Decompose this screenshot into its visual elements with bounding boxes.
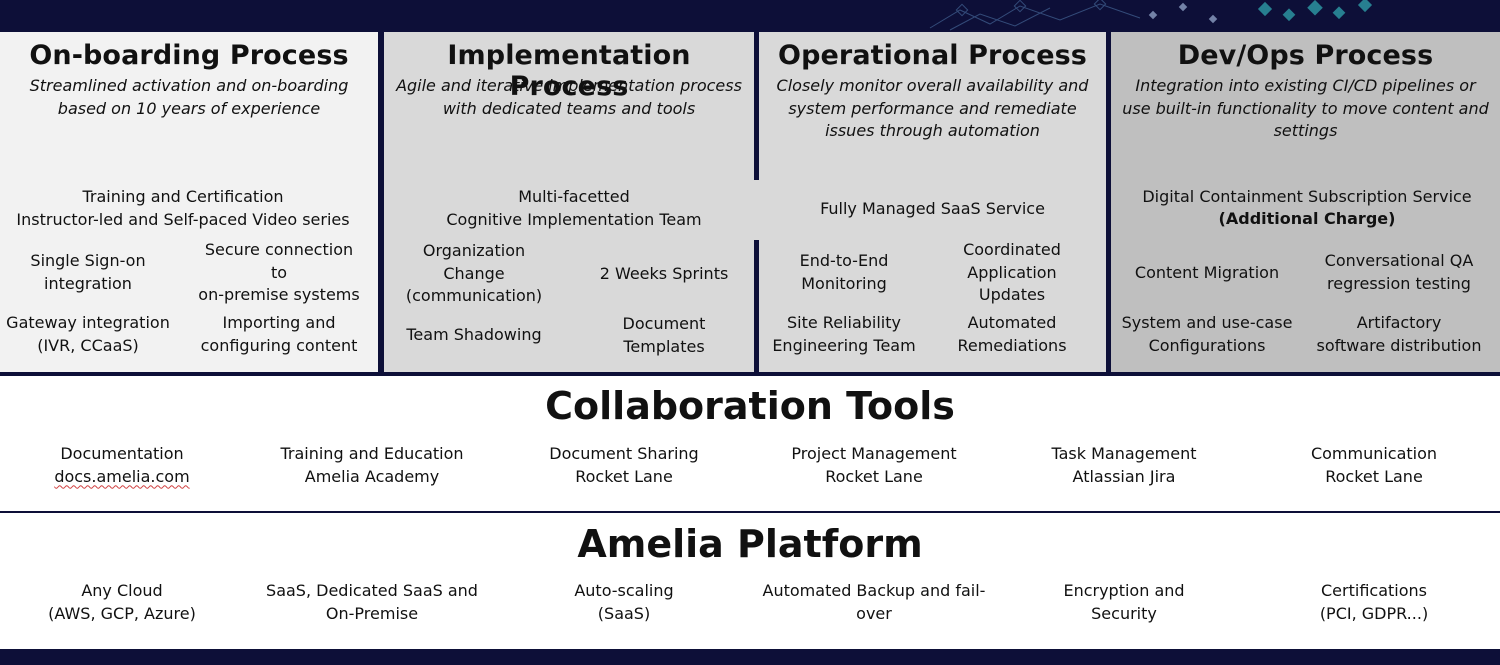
collab-item-value: Rocket Lane [825, 466, 923, 486]
implementation-item-shadowing: Team Shadowing [406, 325, 542, 344]
top-header-band [0, 0, 1500, 32]
devops-item-content-migration: Content Migration [1134, 263, 1280, 282]
collab-item-value: Rocket Lane [1325, 466, 1423, 486]
process-row: On-boarding Process Streamlined activati… [0, 32, 1500, 372]
collaboration-title: Collaboration Tools [545, 384, 955, 428]
collab-item-document-sharing: Document Sharing Rocket Lane [499, 443, 749, 488]
collab-item-label: Project Management [791, 444, 957, 463]
onboarding-item-importing: Importing and configuring content [200, 313, 358, 355]
devops-item-configurations: System and use-case Configurations [1121, 313, 1293, 355]
implementation-item-templates: Document Templates [622, 314, 706, 356]
collab-item-communication: Communication Rocket Lane [1249, 443, 1499, 488]
platform-item-deployment: SaaS, Dedicated SaaS and On-Premise [266, 581, 478, 623]
onboarding-item-secure-connection: Secure connection to on-premise systems [198, 240, 360, 304]
collab-item-label: Task Management [1051, 444, 1197, 463]
platform-item-any-cloud: Any Cloud (AWS, GCP, Azure) [48, 581, 196, 623]
operational-panel: Operational Process Closely monitor over… [759, 32, 1106, 372]
collab-item-label: Document Sharing [549, 444, 699, 463]
operational-item-updates: Coordinated Application Updates [963, 240, 1061, 304]
panel-notch [754, 180, 759, 240]
operational-item-saas: Fully Managed SaaS Service [820, 199, 1045, 218]
collab-item-label: Communication [1310, 444, 1438, 463]
collab-item-documentation: Documentation docs.amelia.com [0, 443, 247, 488]
implementation-title: Implementation Process [447, 40, 691, 102]
onboarding-item-sso: Single Sign-on integration [30, 251, 146, 293]
devops-item-subscription: Digital Containment Subscription Service [1142, 187, 1472, 206]
operational-item-monitoring: End-to-End Monitoring [799, 251, 889, 293]
devops-subtitle: Integration into existing CI/CD pipeline… [1122, 76, 1489, 140]
collab-item-training: Training and Education Amelia Academy [247, 443, 497, 488]
collab-item-project-management: Project Management Rocket Lane [749, 443, 999, 488]
operational-item-sre: Site Reliability Engineering Team [772, 313, 916, 355]
platform-item-certifications: Certifications (PCI, GDPR...) [1319, 581, 1429, 623]
section-divider [0, 511, 1500, 513]
collab-item-label: Training and Education [280, 444, 464, 463]
docs-link[interactable]: docs.amelia.com [54, 466, 190, 486]
onboarding-item-training: Training and Certification Instructor-le… [16, 187, 350, 229]
platform-item-auto-scaling: Auto-scaling (SaaS) [574, 581, 674, 623]
implementation-item-team: Multi-facetted Cognitive Implementation … [446, 187, 702, 229]
onboarding-subtitle: Streamlined activation and on-boarding b… [29, 76, 349, 118]
devops-item-additional-charge: (Additional Charge) [1218, 209, 1396, 228]
devops-item-artifactory: Artifactory software distribution [1316, 313, 1482, 355]
onboarding-panel: On-boarding Process Streamlined activati… [0, 32, 378, 372]
operational-item-remediations: Automated Remediations [957, 313, 1067, 355]
operational-subtitle: Closely monitor overall availability and… [776, 76, 1089, 140]
onboarding-item-gateway: Gateway integration (IVR, CCaaS) [6, 313, 170, 355]
collab-item-value: Rocket Lane [575, 466, 673, 486]
section-divider [0, 372, 1500, 376]
implementation-item-sprints: 2 Weeks Sprints [599, 264, 729, 283]
devops-item-qa-testing: Conversational QA regression testing [1324, 251, 1474, 293]
collab-item-value: Amelia Academy [304, 466, 440, 486]
platform-item-encryption: Encryption and Security [1063, 581, 1185, 623]
platform-item-backup: Automated Backup and fail- over [762, 581, 986, 623]
collab-item-task-management: Task Management Atlassian Jira [999, 443, 1249, 488]
collab-item-label: Documentation [60, 444, 184, 463]
network-graphic [929, 0, 1373, 31]
implementation-panel: Implementation Process Agile and iterati… [384, 32, 754, 372]
devops-title: Dev/Ops Process [1177, 40, 1434, 71]
implementation-item-org-change: Organization Change (communication) [405, 241, 543, 305]
platform-title: Amelia Platform [577, 522, 923, 566]
implementation-subtitle: Agile and iterative implementation proce… [396, 76, 742, 118]
collab-item-value: Atlassian Jira [1072, 466, 1176, 486]
onboarding-title: On-boarding Process [29, 40, 349, 71]
operational-title: Operational Process [778, 40, 1087, 71]
bottom-footer-band [0, 649, 1500, 665]
devops-panel: Dev/Ops Process Integration into existin… [1111, 32, 1500, 372]
